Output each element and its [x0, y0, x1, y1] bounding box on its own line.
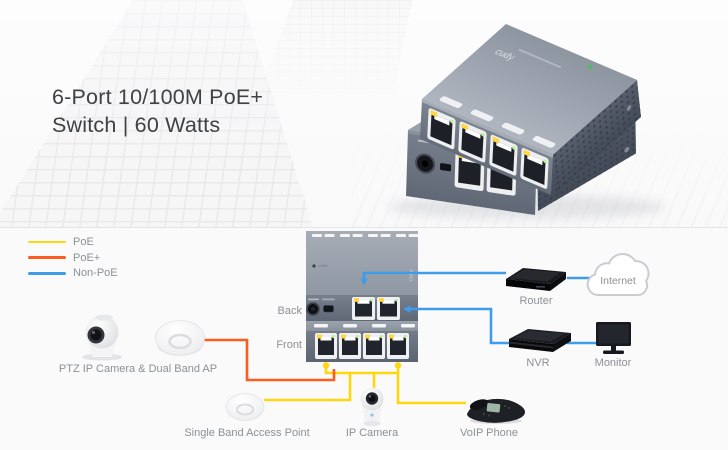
- switch-mid-strip: [306, 321, 418, 331]
- back-port-1: [352, 297, 375, 320]
- monitor-device: [596, 322, 631, 354]
- non-poe-line-swatch: [28, 272, 66, 275]
- single-band-ap: [225, 393, 265, 421]
- poe-switch-diagram: cudy: [306, 231, 419, 362]
- poe-line-swatch: [28, 240, 66, 244]
- switch-back-label: Back: [277, 305, 302, 317]
- title-line-1: 6-Port 10/100M PoE+: [52, 85, 264, 109]
- poe-node-dot: [322, 362, 330, 369]
- nvr-label: NVR: [526, 357, 550, 369]
- single-band-ap-label: Single Band Access Point: [184, 427, 310, 439]
- page-title: 6-Port 10/100M PoE+ Switch | 60 Watts: [52, 84, 263, 139]
- ptz-dualband-label: PTZ IP Camera & Dual Band AP: [58, 363, 218, 375]
- ptz-camera: [82, 314, 122, 361]
- poe-plus-line: [204, 338, 336, 382]
- poe-node-dot: [394, 362, 402, 369]
- mid-vent-slots: [314, 324, 415, 328]
- ip-camera-label: IP Camera: [345, 427, 399, 439]
- legend-item-poe-plus: PoE+: [28, 250, 118, 266]
- non-poe-lines: [362, 271, 597, 345]
- poe-plus-line-swatch: [28, 256, 66, 260]
- connection-lines: [204, 271, 597, 405]
- legend-label: PoE+: [73, 251, 101, 264]
- legend: PoE PoE+ Non-PoE: [28, 234, 118, 281]
- legend-item-poe: PoE: [28, 234, 118, 250]
- top-unit-top-panel: cudy: [422, 23, 637, 155]
- mode-switch: [439, 163, 452, 172]
- router-device: [506, 268, 566, 291]
- phone-screen: [486, 402, 501, 413]
- router-label: Router: [519, 295, 553, 307]
- power-led: [588, 65, 592, 69]
- back-port-2: [377, 297, 400, 320]
- nvr-device: [509, 329, 571, 352]
- voip-phone-label: VoIP Phone: [460, 427, 518, 439]
- switch-photo-top-unit: cudy: [419, 23, 641, 195]
- monitor-screen: [598, 324, 629, 344]
- legend-label: PoE: [73, 235, 94, 248]
- top-unit-side-vents: [553, 79, 641, 192]
- voip-phone: [467, 398, 525, 424]
- top-unit-front-panel: [419, 99, 553, 195]
- brand-logo-diagram: cudy: [409, 269, 415, 281]
- internet-label: Internet: [600, 275, 636, 287]
- dual-band-ap: [155, 320, 205, 356]
- legend-item-non-poe: Non-PoE: [28, 266, 118, 282]
- internet-cloud: [586, 253, 650, 296]
- switch-top-panel: [306, 231, 418, 295]
- ip-camera: [360, 387, 384, 427]
- status-led: [312, 264, 316, 268]
- top-vent-slots: [312, 234, 419, 237]
- front-port-3: [363, 333, 385, 359]
- monitor-label: Monitor: [594, 357, 632, 369]
- mode-switch: [323, 305, 334, 313]
- arrow-left-icon: [403, 305, 411, 313]
- arrow-down-icon: [360, 278, 368, 286]
- title-line-2: Switch | 60 Watts: [52, 112, 221, 137]
- front-port-1: [315, 333, 337, 359]
- front-port-2: [339, 333, 361, 359]
- legend-label: Non-PoE: [73, 267, 118, 280]
- product-photo: cudy: [389, 23, 665, 219]
- switch-front-label: Front: [276, 339, 302, 351]
- section-divider: [0, 227, 728, 228]
- front-port-4: [387, 333, 409, 359]
